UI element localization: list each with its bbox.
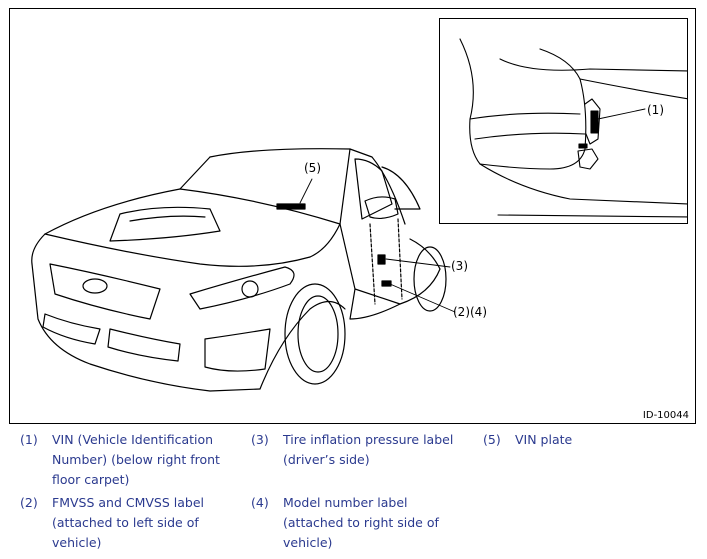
legend-line: FMVSS and CMVSS label (52, 495, 204, 510)
legend-number: (4) (251, 495, 269, 510)
legend-line: (attached to left side of (52, 515, 199, 530)
legend-line: Tire inflation pressure label (283, 432, 454, 447)
figure-id: ID-10044 (642, 410, 689, 421)
seat-detail-inset: (1) (439, 18, 688, 224)
seat-detail-drawing (459, 38, 687, 218)
car-line-drawing (31, 148, 456, 392)
legend-text: Model number label (attached to right si… (283, 493, 483, 553)
legend-line: Number) (below right front (52, 452, 220, 467)
legend-line: Model number label (283, 495, 408, 510)
legend-number: (3) (251, 432, 269, 447)
callout-1: (1) (647, 103, 664, 117)
callout-3: (3) (451, 259, 468, 273)
diagram-frame: (5) (3) (2)(4) (1) ID-10044 (9, 8, 696, 424)
legend-line: VIN (Vehicle Identification (52, 432, 214, 447)
legend-line: floor carpet) (52, 472, 130, 487)
callout-2-4: (2)(4) (453, 305, 487, 319)
legend-number: (2) (20, 495, 38, 510)
legend-line: vehicle) (52, 535, 102, 550)
legend-text: VIN (Vehicle Identification Number) (bel… (52, 430, 252, 490)
legend-line: VIN plate (515, 432, 573, 447)
legend-text: FMVSS and CMVSS label (attached to left … (52, 493, 252, 553)
callout-5: (5) (304, 161, 321, 175)
legend-line: (attached to right side of (283, 515, 439, 530)
legend-text: VIN plate (515, 430, 675, 450)
legend-number: (1) (20, 432, 38, 447)
legend-line: vehicle) (283, 535, 333, 550)
legend-text: Tire inflation pressure label (driver’s … (283, 430, 483, 470)
legend: (1) VIN (Vehicle Identification Number) … (0, 430, 707, 559)
legend-number: (5) (483, 432, 501, 447)
legend-line: (driver’s side) (283, 452, 370, 467)
